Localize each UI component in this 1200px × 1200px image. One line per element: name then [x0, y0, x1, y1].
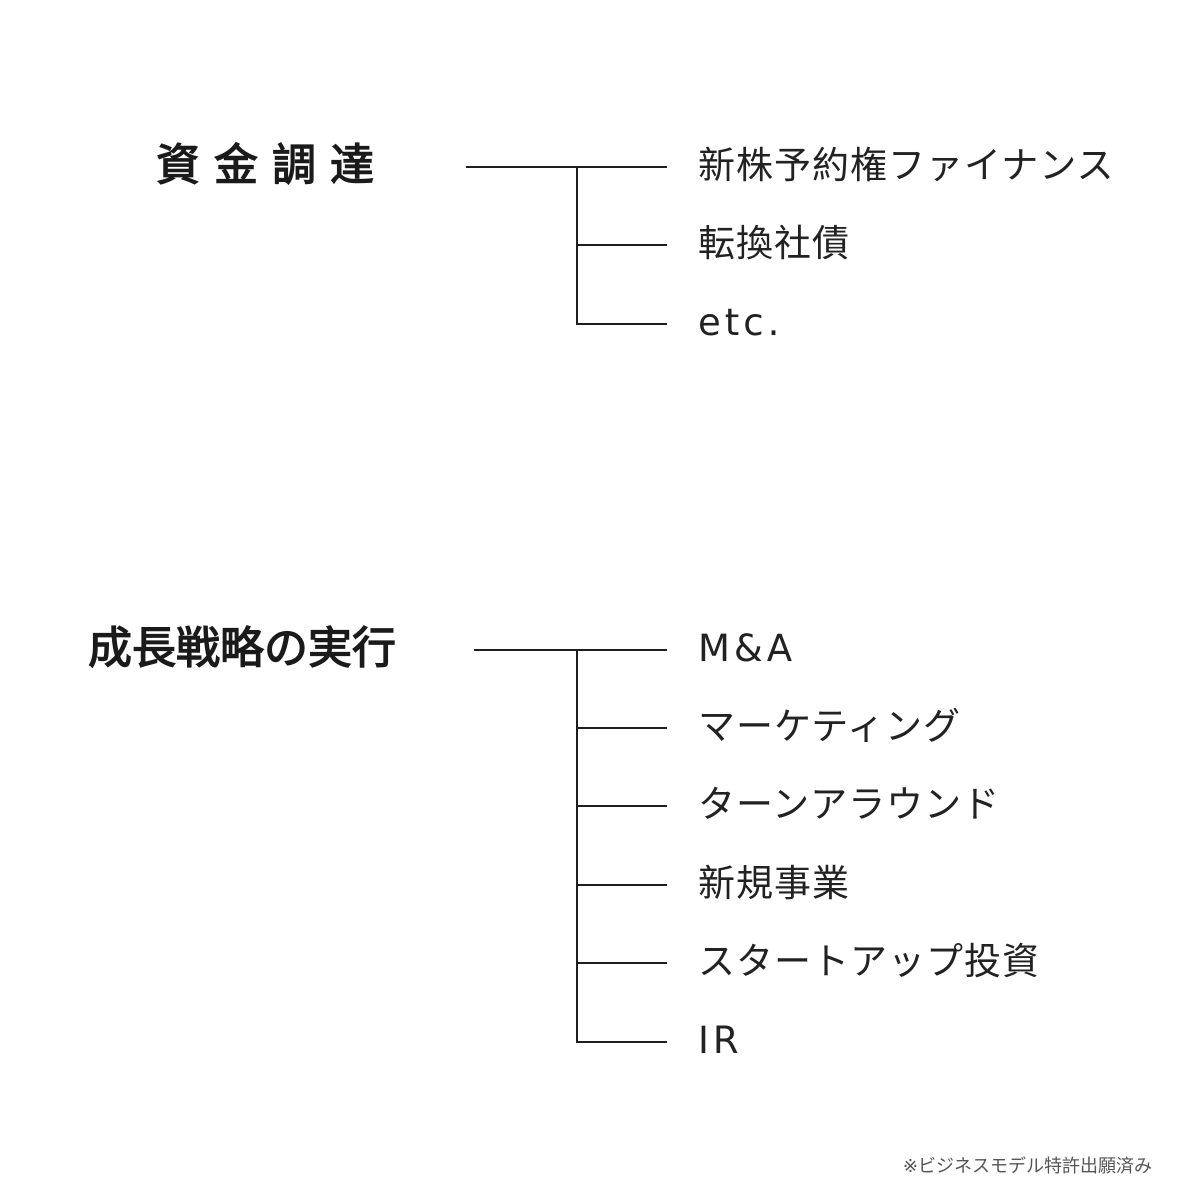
- connector-stem: [466, 166, 578, 168]
- branch-item: マーケティング: [698, 705, 962, 748]
- branch-item: etc.: [698, 301, 784, 344]
- branch-item: M&A: [698, 627, 797, 670]
- connector-branch: [576, 805, 667, 807]
- connector-branch: [576, 884, 667, 886]
- branch-item: IR: [698, 1019, 743, 1062]
- connector-branch: [576, 649, 667, 651]
- connector-branch: [576, 244, 667, 246]
- connector-branch: [576, 166, 667, 168]
- group-heading-growth: 成長戦略の実行: [88, 623, 396, 674]
- connector-branch: [576, 323, 667, 325]
- group-heading-funding: 資金調達: [156, 140, 388, 191]
- connector-trunk: [576, 649, 578, 1043]
- connector-branch: [576, 1041, 667, 1043]
- connector-branch: [576, 727, 667, 729]
- branch-item: 転換社債: [698, 222, 850, 265]
- branch-item: スタートアップ投資: [698, 940, 1040, 983]
- branch-item: 新規事業: [698, 862, 850, 905]
- connector-stem: [474, 649, 578, 651]
- connector-branch: [576, 962, 667, 964]
- branch-item: 新株予約権ファイナンス: [698, 144, 1115, 187]
- patent-footnote: ※ビジネスモデル特許出願済み: [902, 1156, 1152, 1177]
- branch-item: ターンアラウンド: [698, 783, 1001, 826]
